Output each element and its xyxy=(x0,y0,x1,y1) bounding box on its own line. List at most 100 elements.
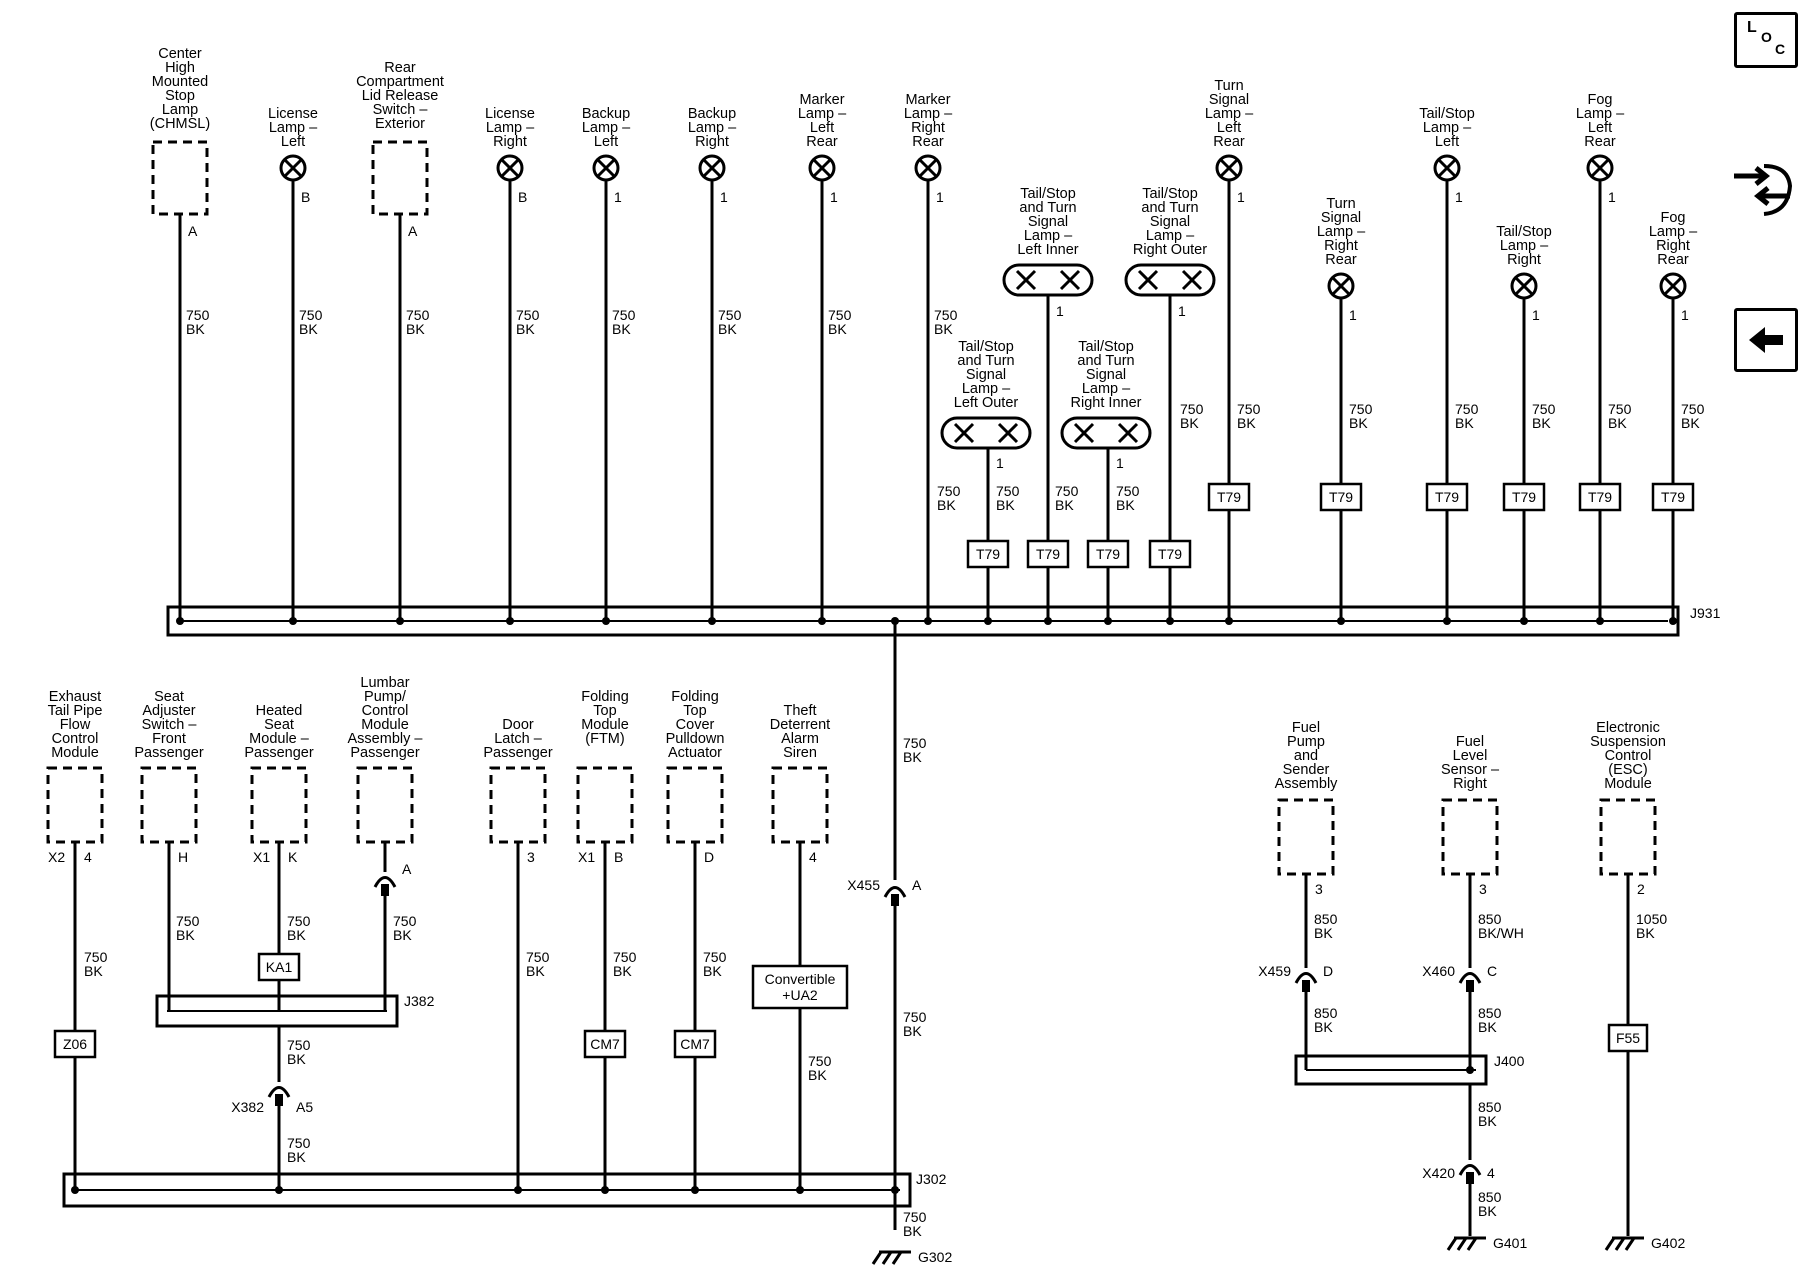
component-license-left-pin: B xyxy=(301,189,310,205)
connector-x420-pin: 4 xyxy=(1487,1165,1495,1181)
connector-x455-pin xyxy=(891,894,899,906)
component-seat-adjuster-wire-gauge: 750 xyxy=(176,913,200,929)
component-license-left-label-line: License xyxy=(268,106,318,122)
splice-dot xyxy=(691,1186,699,1194)
component-fuel-level-label-line: Level xyxy=(1453,748,1488,764)
component-tst-right-inner-wire-color: BK xyxy=(1116,497,1135,513)
component-seat-adjuster-label-line: Switch – xyxy=(142,717,198,733)
component-tst-right-inner-lamp-icon xyxy=(1060,416,1152,450)
component-turn-left-rear-wire-color: BK xyxy=(1237,415,1256,431)
ground-g402-label: G402 xyxy=(1651,1235,1685,1251)
component-marker-left-label-line: Lamp – xyxy=(798,106,847,122)
splice-dot xyxy=(506,617,514,625)
component-fuel-pump-label-line: Sender xyxy=(1283,762,1330,778)
splice-dot xyxy=(796,1186,804,1194)
component-door-latch-wire-color: BK xyxy=(526,963,545,979)
component-fuel-level xyxy=(1441,798,1499,876)
splice-j382-label: J382 xyxy=(404,993,435,1009)
component-turn-right-rear-label-line: Rear xyxy=(1325,252,1357,268)
component-fog-right-label-line: Lamp – xyxy=(1649,224,1698,240)
component-esc-module-label-line: Control xyxy=(1605,748,1652,764)
component-door-latch-label-line: Passenger xyxy=(483,745,552,761)
connector-x459-wire-color: BK xyxy=(1314,1019,1333,1035)
tst-left-outer-wire-left-color: BK xyxy=(937,497,956,513)
component-heated-seat-option xyxy=(257,952,301,982)
component-theft-siren-wire-gauge: 750 xyxy=(808,1053,832,1069)
component-tst-left-inner-lamp-icon-x xyxy=(1059,269,1081,291)
ground-g302-icon-hatch xyxy=(881,1251,893,1265)
component-turn-right-rear-option-label: T79 xyxy=(1329,489,1353,505)
splice-j400-wire-color: BK xyxy=(1478,1113,1497,1129)
component-folding-top-cover-wire-gauge: 750 xyxy=(703,949,727,965)
component-rear-compartment-wire-gauge: 750 xyxy=(406,307,430,323)
splice-dot xyxy=(1443,617,1451,625)
location-button[interactable]: L O C xyxy=(1734,12,1798,68)
component-fuel-pump-label-line: and xyxy=(1294,748,1318,764)
component-rear-compartment-wire-color: BK xyxy=(406,321,425,337)
component-esc-module-wire-gauge: 1050 xyxy=(1636,911,1667,927)
component-folding-top-wire-color: BK xyxy=(613,963,632,979)
component-theft-siren-option xyxy=(751,964,849,1010)
component-tst-left-outer-label-line: Left Outer xyxy=(954,395,1019,411)
connector-x420-pin xyxy=(1466,1172,1474,1184)
splice-dot xyxy=(289,617,297,625)
component-fuel-pump-pin: 3 xyxy=(1315,881,1323,897)
component-tailstop-right-pin: 1 xyxy=(1532,307,1540,323)
component-tailstop-right-wire-color: BK xyxy=(1532,415,1551,431)
component-fog-left-label-line: Left xyxy=(1588,120,1612,136)
tst-left-outer-wire-left-gauge: 750 xyxy=(937,483,961,499)
component-license-right-pin: B xyxy=(518,189,527,205)
component-tst-right-outer-wire-color: BK xyxy=(1180,415,1199,431)
splice-dot xyxy=(602,617,610,625)
back-button[interactable] xyxy=(1734,308,1798,372)
component-backup-right-wire-color: BK xyxy=(718,321,737,337)
component-tst-right-inner-lamp-icon-x xyxy=(1117,422,1139,444)
component-esc-module-option xyxy=(1607,1023,1649,1053)
splice-dot xyxy=(891,1186,899,1194)
component-tailstop-right-lamp-icon-x xyxy=(1514,276,1534,296)
component-chmsl-pin: A xyxy=(188,223,198,239)
component-lumbar xyxy=(356,766,414,844)
component-fuel-level-pin: 3 xyxy=(1479,881,1487,897)
component-backup-left-label-line: Lamp – xyxy=(582,120,631,136)
component-theft-siren-option-line2: +UA2 xyxy=(782,987,818,1003)
component-tailstop-left-pin: 1 xyxy=(1455,189,1463,205)
component-tst-right-outer-pin: 1 xyxy=(1178,303,1186,319)
component-exhaust-connector: X2 xyxy=(48,849,65,865)
ground-g302-icon-hatch xyxy=(871,1251,883,1265)
component-fuel-pump-wire-gauge: 850 xyxy=(1314,911,1338,927)
component-tst-left-inner-wire-gauge: 750 xyxy=(1055,483,1079,499)
component-tst-left-outer-pin: 1 xyxy=(996,455,1004,471)
component-tst-left-outer-label-line: Tail/Stop xyxy=(958,339,1014,355)
component-backup-left-label-line: Backup xyxy=(582,106,630,122)
component-folding-top-cover-label-line: Top xyxy=(683,703,706,719)
connector-x460 xyxy=(1458,972,1482,984)
component-fuel-level-wire-color: BK/WH xyxy=(1478,925,1524,941)
trunk-wire-lower-color: BK xyxy=(903,1023,922,1039)
splice-dot xyxy=(396,617,404,625)
component-tst-right-inner-label-line: Signal xyxy=(1086,367,1126,383)
splice-dot xyxy=(514,1186,522,1194)
component-tst-left-inner-label-line: Tail/Stop xyxy=(1020,186,1076,202)
component-lumbar-label-line: Pump/ xyxy=(364,689,407,705)
component-fog-left-wire-color: BK xyxy=(1608,415,1627,431)
component-marker-left-label-line: Marker xyxy=(799,92,844,108)
connector-view-button[interactable] xyxy=(1730,160,1794,220)
component-tailstop-left-wire-gauge: 750 xyxy=(1455,401,1479,417)
component-exhaust-wire-color: BK xyxy=(84,963,103,979)
component-fog-left-lamp-icon-x xyxy=(1590,158,1610,178)
splice-dot xyxy=(275,1186,283,1194)
component-folding-top-cover-pin: D xyxy=(704,849,714,865)
splice-dot xyxy=(176,617,184,625)
